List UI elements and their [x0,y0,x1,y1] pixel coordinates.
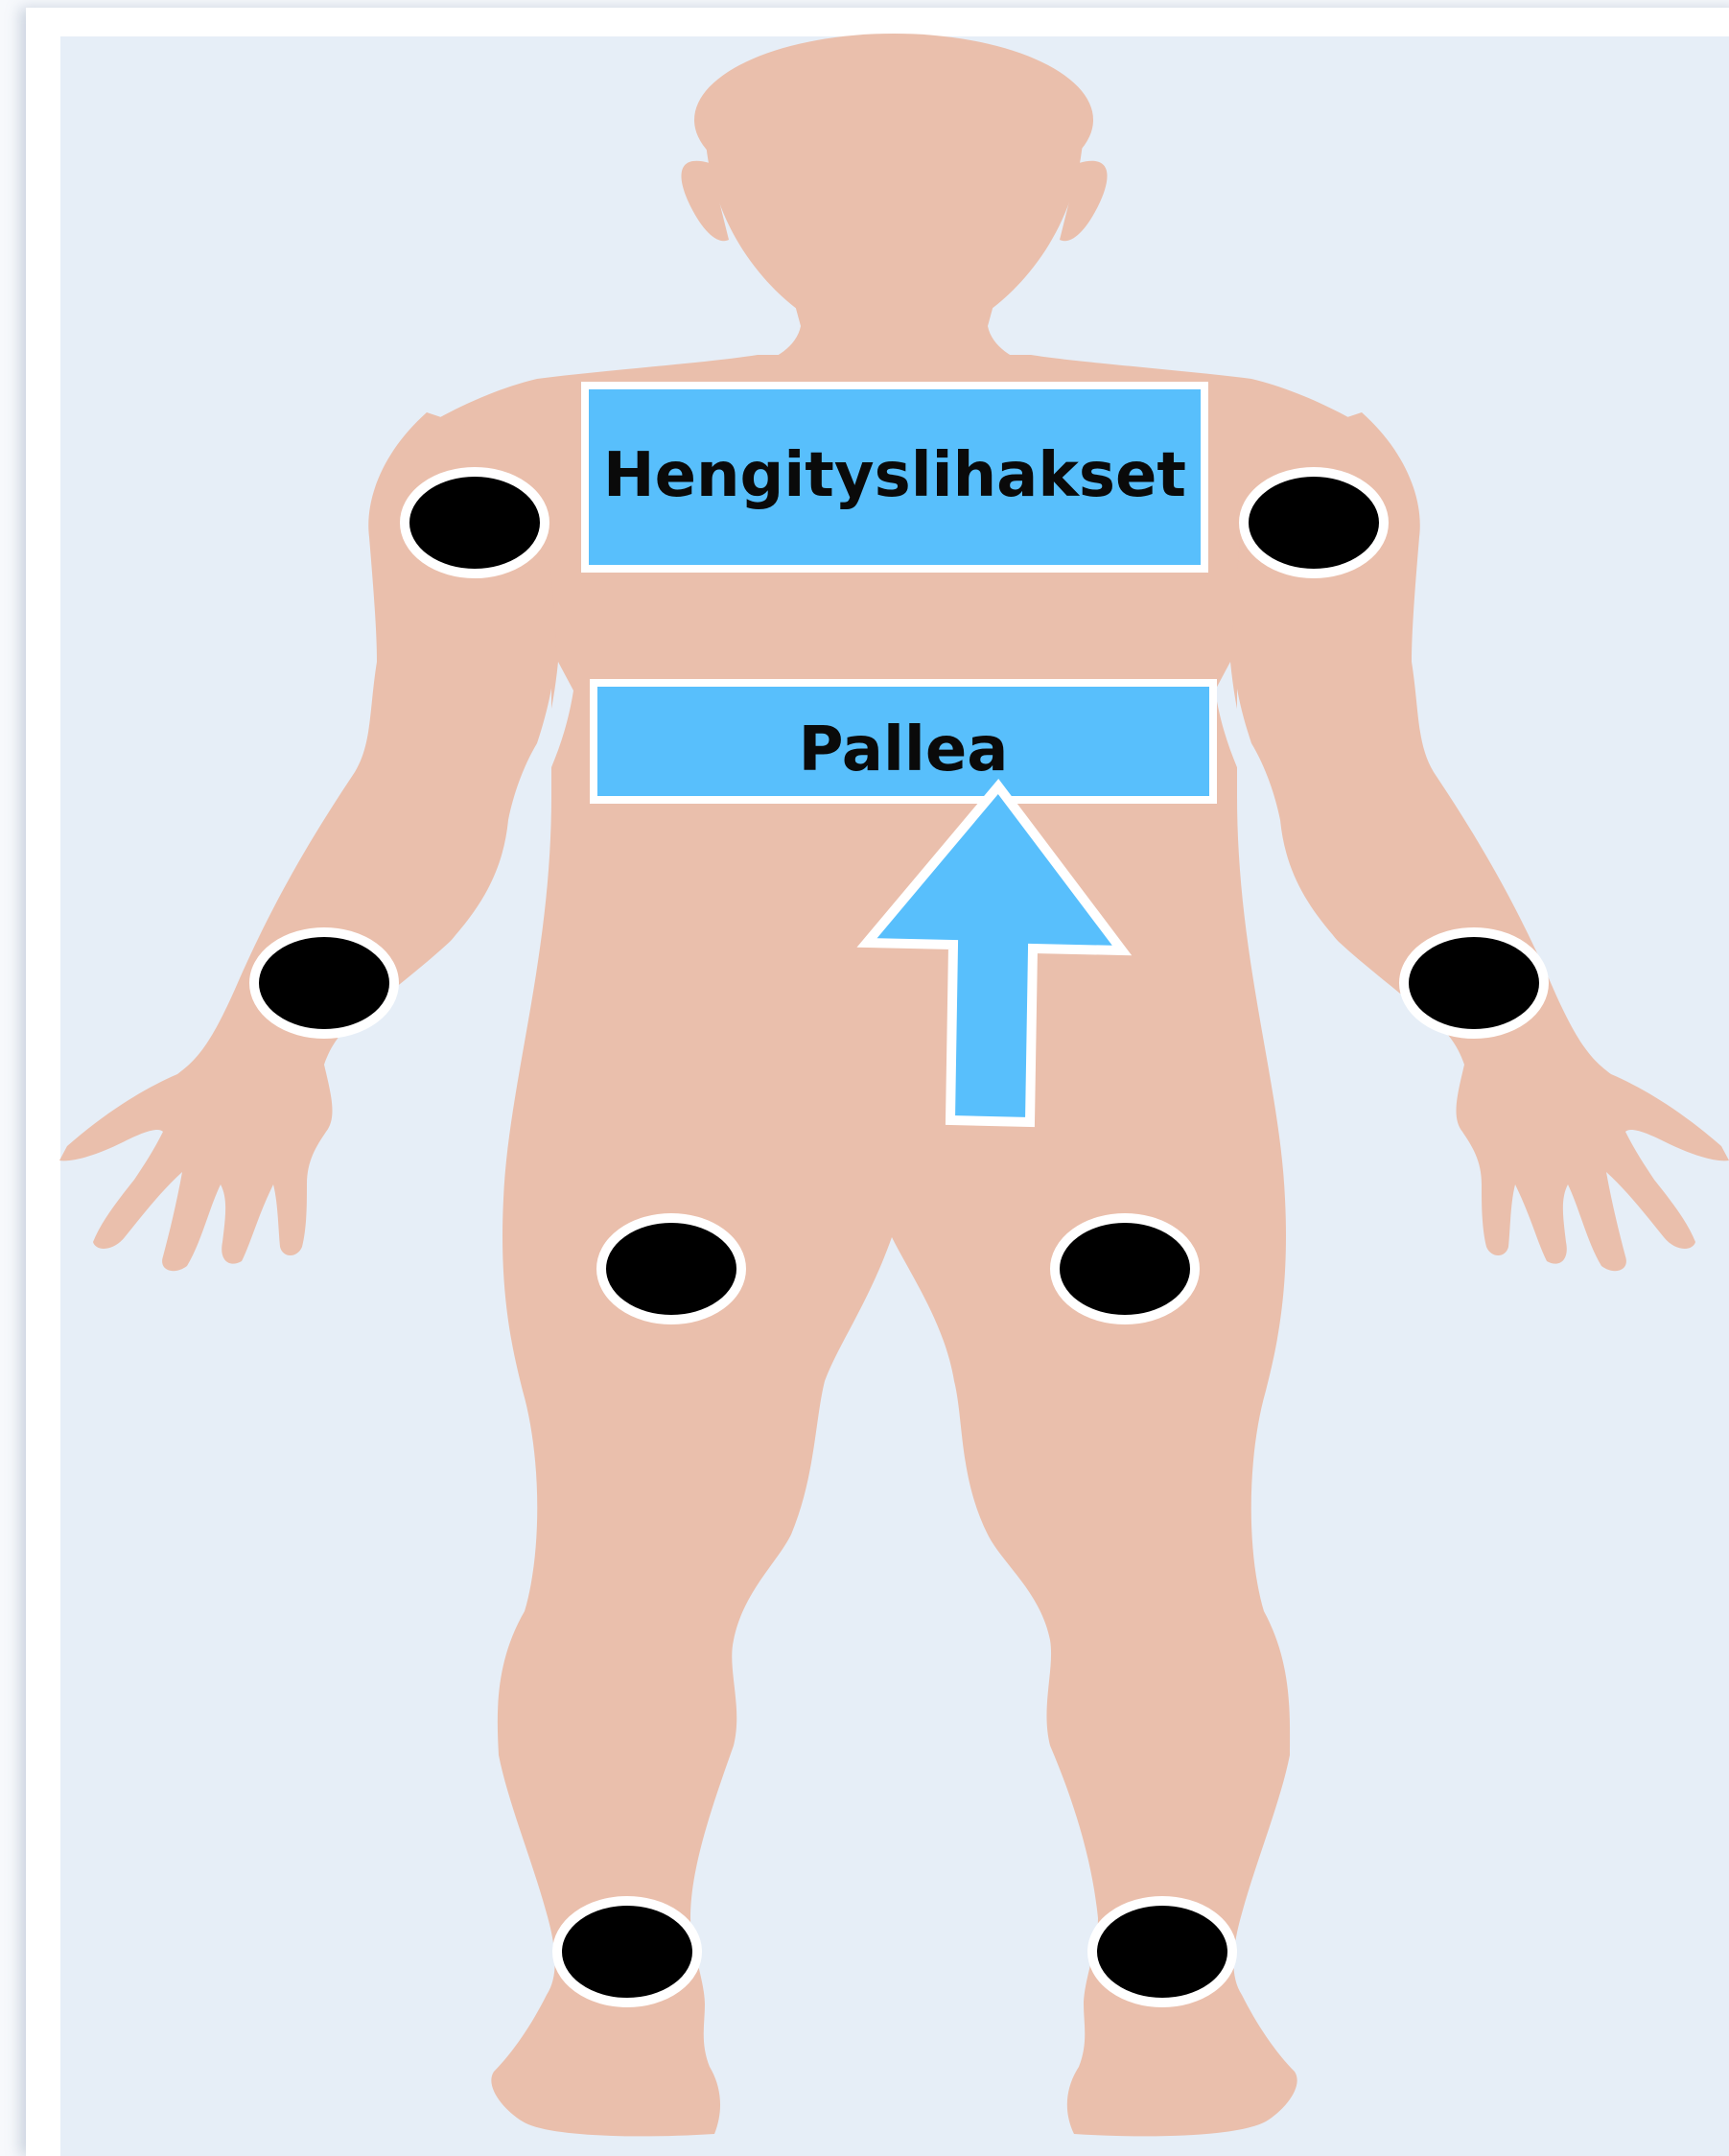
electrode-right-ankle [1092,1901,1232,2003]
respiratory-muscles-label: Hengityslihakset [585,386,1204,569]
human-silhouette [59,34,1729,2136]
electrode-right-thigh [1055,1218,1195,1320]
diaphragm-text: Pallea [799,715,1009,785]
electrode-left-wrist [254,932,394,1034]
electrode-left-thigh [601,1218,741,1320]
diaphragm-label: Pallea [594,683,1213,800]
electrode-right-wrist [1404,932,1544,1034]
electrode-right-shoulder [1244,472,1384,574]
respiratory-muscles-text: Hengityslihakset [603,440,1186,511]
electrode-left-shoulder [405,472,545,574]
electrode-left-ankle [557,1901,697,2003]
